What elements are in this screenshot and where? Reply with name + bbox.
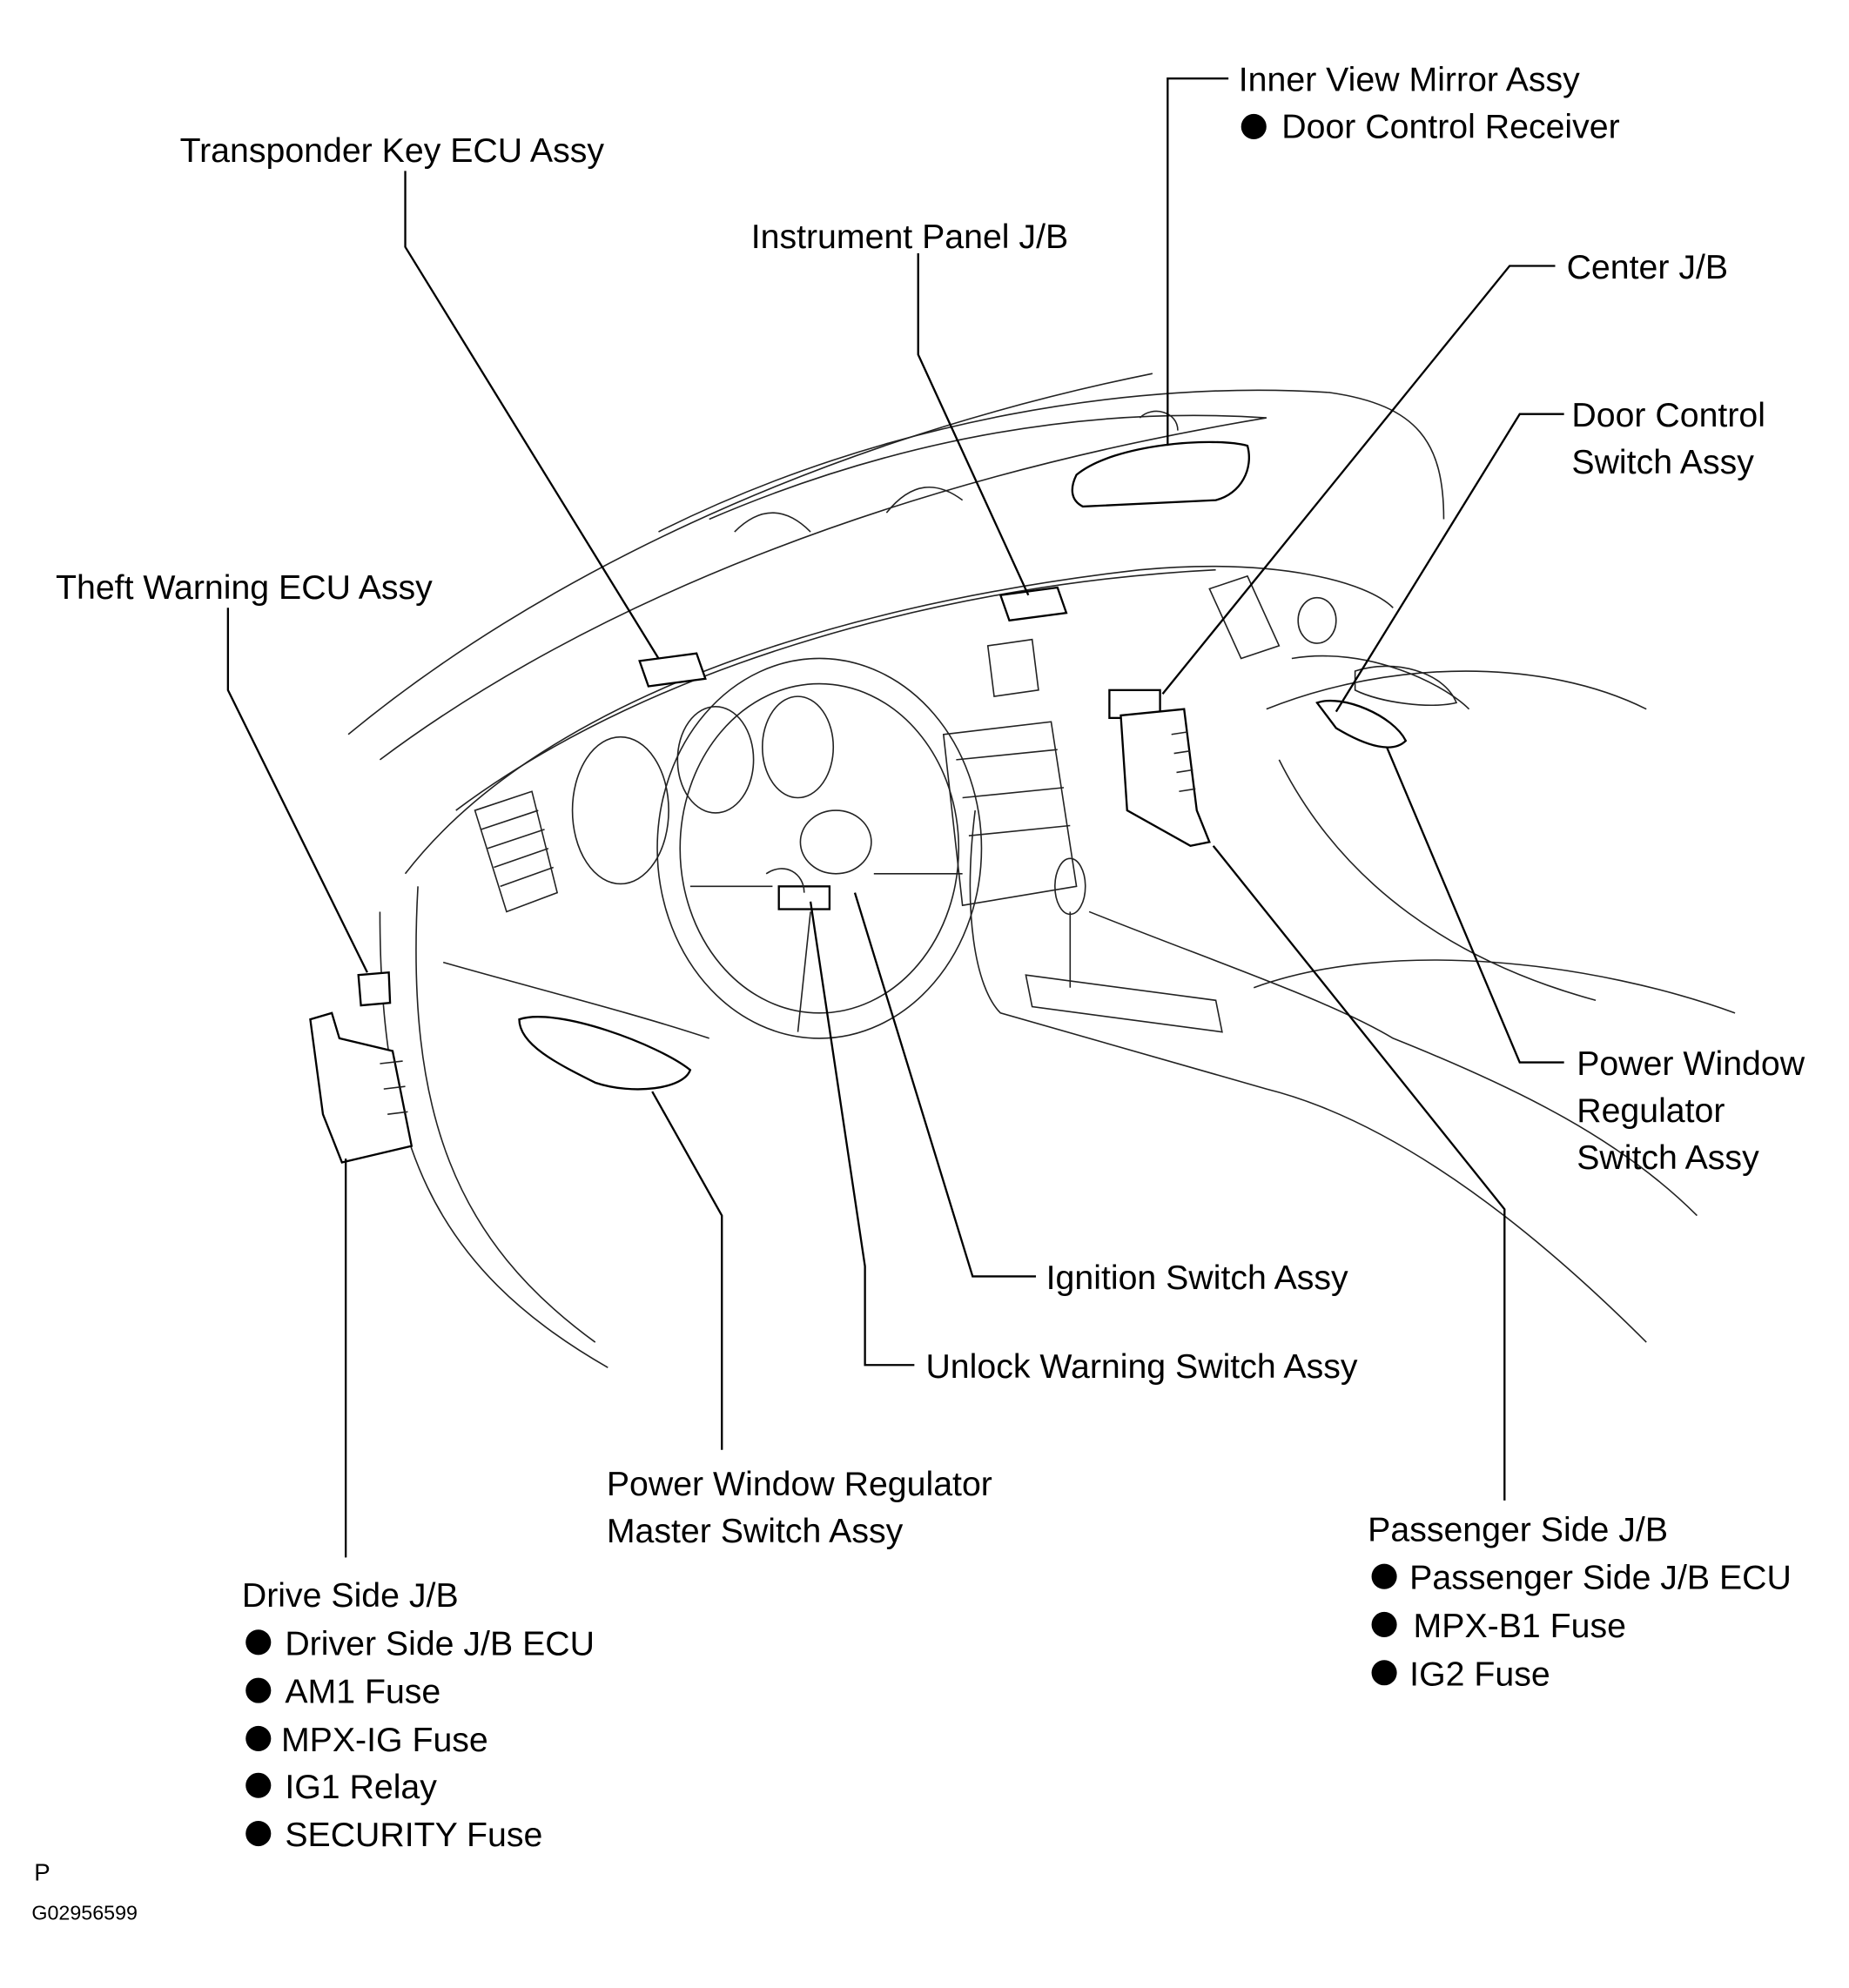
label-instrument-panel-jb: Instrument Panel J/B (751, 218, 1068, 256)
label-item: Door Control Receiver (1281, 108, 1619, 146)
label-line: Switch Assy (1571, 443, 1754, 481)
transponder-key-ecu (638, 652, 707, 688)
bullet-icon (1371, 1563, 1397, 1589)
label-unlock-warning-switch: Unlock Warning Switch Assy (925, 1347, 1357, 1386)
bullet-icon (245, 1725, 272, 1751)
bullet-icon (1371, 1660, 1397, 1686)
label-drive-side-jb: Drive Side J/B Driver Side J/B ECU AM1 F… (242, 1576, 595, 1854)
car-interior-illustration (347, 373, 1736, 1368)
label-line: Master Switch Assy (607, 1512, 904, 1550)
center-jb (1108, 688, 1211, 848)
label-title: Passenger Side J/B (1368, 1510, 1668, 1548)
components (309, 440, 1408, 1164)
label-line: Power Window Regulator (607, 1465, 992, 1503)
label-line: Regulator (1577, 1091, 1725, 1130)
label-line: Switch Assy (1577, 1138, 1759, 1177)
inner-view-mirror (1071, 440, 1250, 508)
bullet-icon (245, 1820, 272, 1847)
label-theft-warning-ecu: Theft Warning ECU Assy (56, 568, 433, 607)
label-line: Door Control (1571, 396, 1765, 434)
leader-lines (226, 77, 1564, 1558)
label-item: AM1 Fuse (285, 1673, 440, 1711)
label-item: MPX-B1 Fuse (1414, 1607, 1626, 1645)
door-control-switch (1315, 699, 1408, 749)
bullet-icon (1371, 1611, 1397, 1638)
label-item: Passenger Side J/B ECU (1409, 1559, 1792, 1597)
label-center-jb: Center J/B (1567, 248, 1729, 286)
label-line: Power Window (1577, 1044, 1805, 1083)
label-title: Drive Side J/B (242, 1576, 459, 1615)
figure-id: G02956599 (31, 1901, 138, 1924)
label-inner-view-mirror: Inner View Mirror Assy Door Control Rece… (1239, 61, 1620, 146)
unlock-warning-switch (765, 868, 805, 893)
bullet-icon (245, 1772, 272, 1798)
power-window-master-switch (518, 1016, 692, 1091)
view-code: P (34, 1858, 50, 1885)
label-power-window-master-switch: Power Window Regulator Master Switch Ass… (607, 1465, 992, 1550)
label-item: IG2 Fuse (1409, 1655, 1550, 1693)
bullet-icon (1241, 113, 1267, 140)
label-door-control-switch: Door Control Switch Assy (1571, 396, 1765, 481)
bullet-icon (245, 1629, 272, 1656)
bullet-icon (245, 1677, 272, 1703)
label-item: SECURITY Fuse (285, 1816, 542, 1854)
label-transponder-key-ecu: Transponder Key ECU Assy (180, 131, 605, 170)
label-passenger-side-jb: Passenger Side J/B Passenger Side J/B EC… (1368, 1510, 1792, 1693)
instrument-panel-jb (998, 586, 1068, 622)
label-ignition-switch: Ignition Switch Assy (1046, 1259, 1348, 1297)
label-power-window-regulator-switch: Power Window Regulator Switch Assy (1577, 1044, 1805, 1177)
label-item: MPX-IG Fuse (281, 1721, 488, 1759)
label-item: Driver Side J/B ECU (285, 1624, 595, 1662)
label-title: Inner View Mirror Assy (1239, 61, 1580, 99)
driver-side-jb (309, 1011, 414, 1164)
label-item: IG1 Relay (285, 1768, 437, 1806)
theft-warning-ecu (357, 971, 392, 1007)
